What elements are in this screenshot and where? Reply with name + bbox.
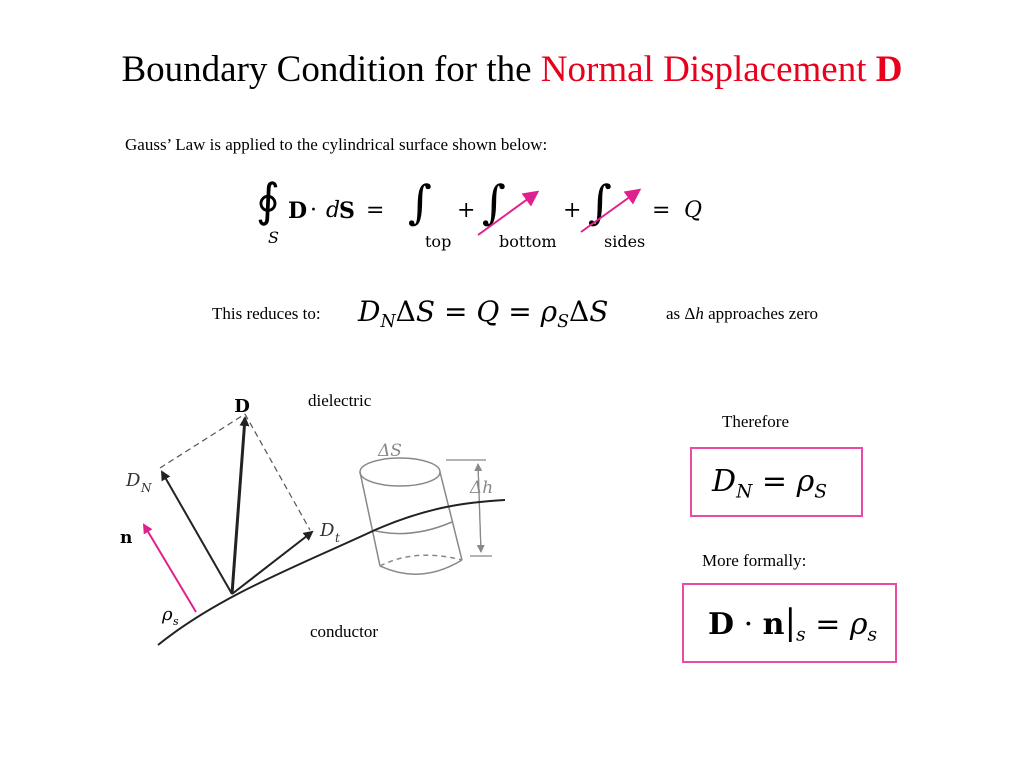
strike-arrow-bottom — [477, 190, 540, 236]
title-bold-D: D — [875, 49, 903, 90]
conductor-label: conductor — [310, 622, 378, 641]
integral-sides-label: sides — [604, 232, 646, 251]
reduces-label: This reduces to: — [212, 304, 321, 323]
reduces-eq-1: = — [443, 295, 468, 328]
reduces-rho: ρ — [540, 295, 558, 328]
reduces-eq-2: = — [508, 295, 532, 328]
strike-arrows — [477, 188, 642, 236]
therefore-equation: DN = ρS — [712, 464, 827, 503]
label-n: n — [120, 528, 132, 548]
lhs-D: D — [288, 198, 308, 224]
rhs-Q: Q — [684, 198, 703, 223]
reduces-D-sub: N — [380, 312, 396, 333]
label-rho-sub: s — [173, 615, 179, 628]
integral-top: ∫ — [408, 175, 432, 229]
label-rho: ρ — [161, 604, 173, 625]
title-highlight: Normal Displacement — [540, 49, 876, 90]
formal-result-box: D · n|s = ρs — [682, 583, 897, 663]
closed-integral-symbol: ∮ — [256, 173, 280, 227]
lhs-d: d — [326, 198, 341, 223]
reduces-delta-1: Δ — [395, 295, 416, 328]
reduces-S-1: S — [415, 295, 436, 328]
label-DN-sub: N — [140, 481, 152, 495]
equals-1: = — [366, 198, 385, 223]
label-DN: D — [125, 470, 141, 491]
reduces-rho-sub: S — [557, 312, 569, 333]
reduces-equation: DNΔS = Q = ρSΔS — [358, 292, 608, 342]
lhs-dot: · — [310, 198, 317, 223]
plus-2: + — [563, 198, 582, 223]
label-D: D — [234, 396, 250, 417]
boundary-diagram: D D N D t n ρ s ΔS Δh — [120, 396, 506, 646]
page-title: Boundary Condition for the Normal Displa… — [0, 48, 1024, 92]
label-Dt-sub: t — [335, 531, 340, 545]
normal-vector-n — [142, 523, 197, 613]
dielectric-label: dielectric — [308, 391, 372, 410]
dashed-line-top — [159, 413, 246, 469]
reduces-S-2: S — [589, 295, 609, 328]
vector-Dt — [231, 530, 314, 595]
therefore-result-box: DN = ρS — [690, 447, 863, 517]
label-Dt: D — [319, 520, 335, 541]
integral-bottom: ∫ — [482, 175, 506, 229]
gaussian-cylinder — [359, 457, 463, 575]
reduces-D: D — [358, 295, 381, 328]
gauss-law-equation: ∮ S D · d S = ∫ top + ∫ bottom + ∫ sides… — [250, 170, 720, 255]
equals-2: = — [652, 198, 671, 223]
therefore-label: Therefore — [722, 412, 790, 431]
lhs-S: S — [339, 198, 355, 224]
reduces-delta-2: Δ — [568, 295, 590, 328]
integral-sides: ∫ — [588, 175, 612, 229]
label-deltah: Δh — [469, 478, 493, 498]
plus-1: + — [457, 198, 476, 223]
vector-D — [230, 416, 250, 595]
strike-arrow-sides — [580, 188, 642, 233]
dashed-line-right — [244, 413, 311, 531]
integral-top-label: top — [425, 232, 452, 251]
conductor-surface — [157, 499, 506, 646]
formal-equation: D · n|s = ρs — [708, 603, 878, 646]
closed-integral-lower: S — [268, 228, 279, 247]
delta-h-dimension — [446, 459, 492, 557]
more-formally-label: More formally: — [702, 551, 807, 570]
intro-text: Gauss’ Law is applied to the cylindrical… — [125, 135, 548, 154]
title-prefix: Boundary Condition for the — [121, 49, 541, 90]
integral-bottom-label: bottom — [499, 232, 557, 251]
approaches-zero-text: as Δh approaches zero — [666, 304, 819, 323]
reduces-Q: Q — [476, 295, 500, 328]
vector-DN — [161, 470, 233, 595]
label-deltaS: ΔS — [377, 441, 402, 461]
